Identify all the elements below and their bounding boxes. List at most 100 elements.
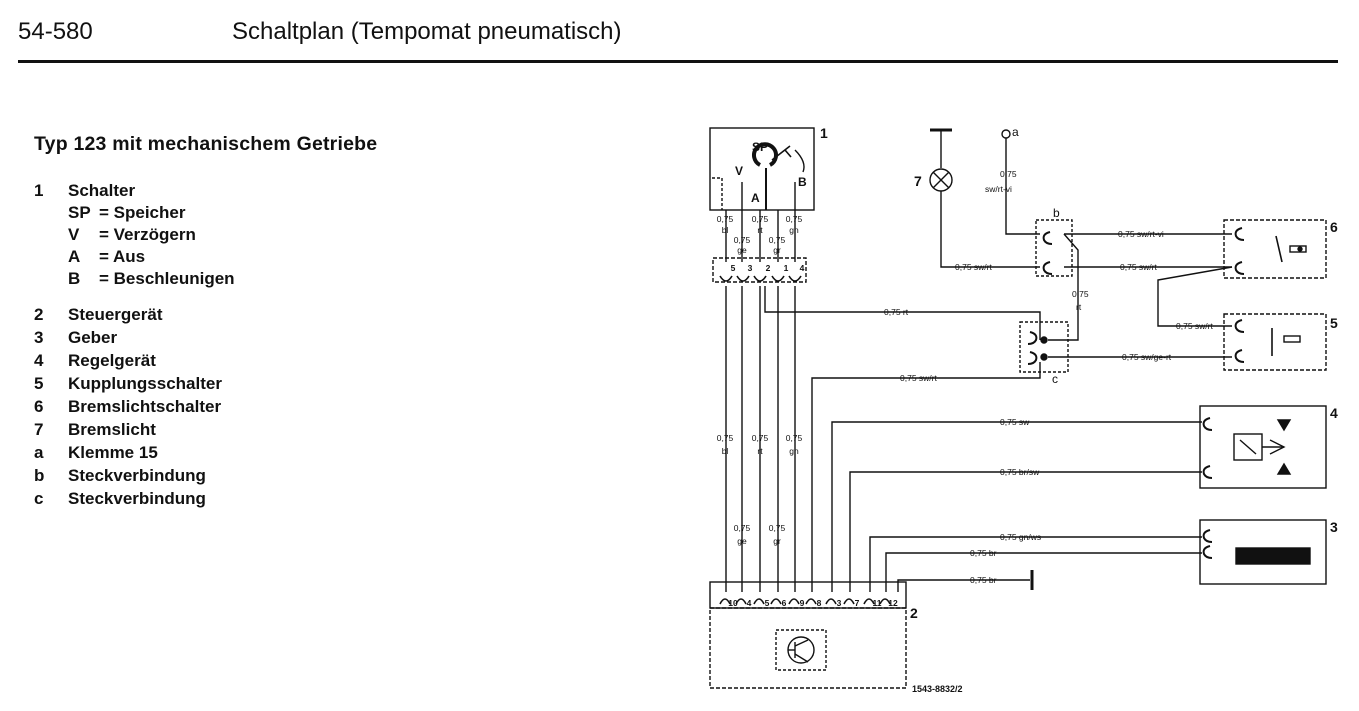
control-pin-number: 8 [817,598,822,608]
wire-label: rt [1076,302,1082,312]
wire-label: 0,75 br [970,575,997,585]
legend-key: 3 [34,328,44,347]
wire-label: sw/rt-vi [985,184,1012,194]
legend-key: 1 [34,181,44,200]
wire-size-label: 0,75 [717,214,734,224]
sensor-element [1235,547,1311,565]
switch-position-label: B [798,175,807,189]
wire-color-label: gn [789,446,799,456]
wire-size-label: 0,75 [752,214,769,224]
legend-subtext: = Speicher [99,203,186,222]
wire-size-label: 0,75 [752,433,769,443]
connector-letter: b [1053,206,1060,220]
transistor-frame [775,629,827,671]
wire-size-label: 0,75 [734,235,751,245]
control-pin-number: 5 [765,598,770,608]
plug-pin-number: 3 [748,263,753,273]
switch-knob-icon [752,142,778,167]
terminal-a-icon [1001,129,1011,139]
legend-text: Steckverbindung [68,466,206,485]
plug-pin-number: 5 [731,263,736,273]
page-code: 54-580 [18,18,93,45]
wire-color-label: rt [757,446,763,456]
switch-box [709,127,815,211]
wire-size-label: 0,75 [769,235,786,245]
control-pin-number: 4 [747,598,752,608]
clutch-plunger-icon [1283,335,1301,343]
wire-label: 0,75 [1072,289,1089,299]
wire-label: 0,75 sw/rt [1176,321,1213,331]
control-pin-number: 7 [855,598,860,608]
wire-size-label: 0,75 [786,214,803,224]
wire-color-label: ge [737,536,747,546]
wire-label: 0,75 br [970,548,997,558]
wire-label: 0,75 sw/rt-vi [1118,229,1164,239]
plug-pin-number: 4 [800,263,805,273]
sensor-box [1199,519,1327,585]
wire-color-label: gr [773,245,781,255]
legend-text: Steuergerät [68,305,163,324]
control-pin-number: 9 [800,598,805,608]
control-unit-box [709,607,907,689]
wire-color-label: bl [722,225,729,235]
legend-text: Kupplungsschalter [68,374,222,393]
wire-label: 0,75 sw/rt [1120,262,1157,272]
legend-subtext: = Verzögern [99,225,196,244]
legend-key: 7 [34,420,44,439]
regulator-box [1199,405,1327,489]
legend-key: a [34,443,44,462]
legend-text: Klemme 15 [68,443,158,462]
wire-size-label: 0,75 [717,433,734,443]
connector-b [1035,219,1073,277]
control-pin-number: 12 [888,598,898,608]
component-number: 4 [1330,405,1338,421]
section-title: Typ 123 mit mechanischem Getriebe [34,133,378,155]
plug-pin-number: 2 [766,263,771,273]
legend-key: 5 [34,374,44,393]
legend-text: Bremslichtschalter [68,397,222,416]
connector-letter: c [1052,372,1058,386]
component-number: 5 [1330,315,1338,331]
wire-color-label: bl [722,446,729,456]
connector-letter: a [1012,125,1019,139]
component-number: 2 [910,605,918,621]
control-pin-number: 3 [837,598,842,608]
connector-c [1019,321,1069,373]
switch-arc [794,149,805,173]
clutch-switch-box [1223,313,1327,371]
wire-color-label: gn [789,225,799,235]
wire-label: 0,75 sw/rt [900,373,937,383]
legend-subtext: = Aus [99,247,146,266]
wire-label: 0,75 [1000,169,1017,179]
wire-label: 0,75 sw [1000,417,1030,427]
legend-key: c [34,489,44,508]
header-divider [18,60,1338,63]
switch-position-label: A [751,191,760,205]
legend-subtext: = Beschleunigen [99,269,235,288]
wire-label: 0,75 gn/ws [1000,532,1041,542]
component-number: 7 [914,173,922,189]
legend-key: b [34,466,45,485]
switch-plug [712,257,807,283]
legend-key: 2 [34,305,44,324]
component-number: 3 [1330,519,1338,535]
legend-key: 6 [34,397,44,416]
wire-color-label: gr [773,536,781,546]
part-number: 1543-8832/2 [912,684,963,694]
legend-key: 4 [34,351,44,370]
switch-lever [771,145,791,161]
page-title: Schaltplan (Tempomat pneumatisch) [232,18,622,45]
wire-label: 0,75 sw/ge-rt [1122,352,1172,362]
legend-text: Geber [68,328,118,347]
switch-position-label: V [735,164,743,178]
component-number: 1 [820,125,828,141]
control-pin-number: 6 [782,598,787,608]
control-pin-number: 10 [728,598,738,608]
legend-text: Steckverbindung [68,489,206,508]
control-pin-number: 11 [873,598,882,608]
legend-text: Schalter [68,181,136,200]
wire-label: 0,75 rt [884,307,909,317]
wire-color-label: rt [757,225,763,235]
wire-size-label: 0,75 [769,523,786,533]
